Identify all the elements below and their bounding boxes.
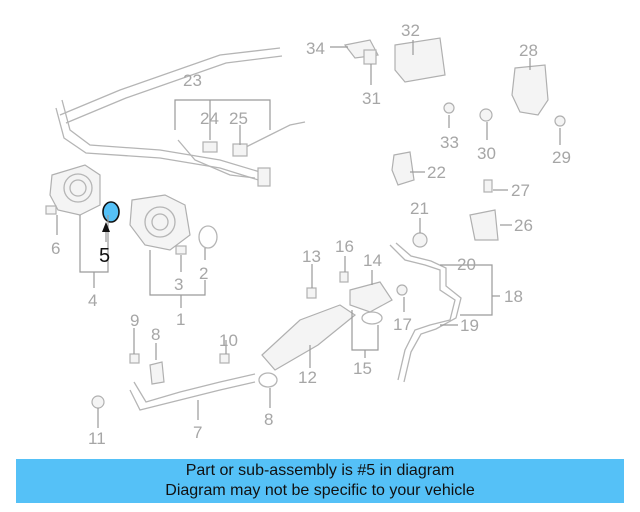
sensor-30 xyxy=(479,108,493,122)
callout-24: 24 xyxy=(200,109,219,128)
pipe-assembly xyxy=(55,47,306,187)
nut-29 xyxy=(554,115,566,127)
callout-numbers: 34 32 28 23 24 25 31 33 30 29 22 27 6 5 … xyxy=(51,21,571,448)
gasket-8-left xyxy=(149,361,165,385)
callout-11: 11 xyxy=(88,429,106,448)
callout-4: 4 xyxy=(88,291,97,310)
callout-1: 1 xyxy=(176,310,185,329)
callout-27: 27 xyxy=(511,181,530,200)
gasket-8-right xyxy=(258,372,278,388)
callout-21: 21 xyxy=(410,199,429,218)
callout-8: 8 xyxy=(151,325,160,344)
callout-15: 15 xyxy=(353,359,372,378)
egr-valve-14 xyxy=(349,281,393,313)
parts-diagram: 34 32 28 23 24 25 31 33 30 29 22 27 6 5 … xyxy=(45,21,571,448)
bracket-32 xyxy=(394,37,446,83)
caption-disclaimer: Diagram may not be specific to your vehi… xyxy=(165,482,475,499)
callout-31: 31 xyxy=(362,89,381,108)
pipe-7 xyxy=(129,381,256,411)
callout-8b: 8 xyxy=(264,410,273,429)
bolt-13 xyxy=(306,287,317,299)
callout-17: 17 xyxy=(393,315,412,334)
callout-25: 25 xyxy=(229,109,248,128)
callout-20: 20 xyxy=(457,255,476,274)
callout-23: 23 xyxy=(183,71,202,90)
callout-14: 14 xyxy=(363,251,382,270)
gasket-15 xyxy=(361,311,383,325)
callout-10: 10 xyxy=(219,331,238,350)
callout-2: 2 xyxy=(199,264,208,283)
callout-13: 13 xyxy=(302,247,321,266)
leader-lines xyxy=(56,40,561,428)
caption-part-number: Part or sub-assembly is #5 in diagram xyxy=(185,462,455,479)
bolt-3 xyxy=(175,245,187,255)
callout-9: 9 xyxy=(130,311,139,330)
pipe-7-inner xyxy=(133,373,256,403)
callout-26: 26 xyxy=(514,216,533,235)
bolt-27 xyxy=(483,179,493,193)
callout-7: 7 xyxy=(193,423,202,442)
callout-34: 34 xyxy=(306,39,325,58)
callout-12: 12 xyxy=(298,368,317,387)
egr-pipe xyxy=(389,242,462,383)
egr-cooler-12 xyxy=(261,304,357,371)
nut-21 xyxy=(412,232,428,248)
bushing-31 xyxy=(363,49,377,65)
bolt-16 xyxy=(339,271,349,283)
callout-22: 22 xyxy=(427,163,446,182)
throttle-body-right xyxy=(129,194,191,251)
nut-11 xyxy=(91,395,105,409)
callout-32: 32 xyxy=(401,21,420,40)
callout-16: 16 xyxy=(335,237,354,256)
nut-33 xyxy=(443,102,455,114)
clamp-17 xyxy=(396,284,408,296)
gasket-5 xyxy=(102,201,120,223)
bracket-26 xyxy=(469,209,499,241)
caption-bar: Part or sub-assembly is #5 in diagram Di… xyxy=(16,459,624,503)
callout-6: 6 xyxy=(51,239,60,258)
callout-30: 30 xyxy=(477,144,496,163)
bolt-9 xyxy=(129,353,140,364)
callout-5: 5 xyxy=(99,245,110,267)
callout-3: 3 xyxy=(174,275,183,294)
gasket-2 xyxy=(198,225,218,249)
valve-28 xyxy=(511,64,549,116)
callout-29: 29 xyxy=(552,148,571,167)
callout-19: 19 xyxy=(460,316,479,335)
throttle-body-left xyxy=(49,164,101,216)
callout-28: 28 xyxy=(519,41,538,60)
bolt-10 xyxy=(219,353,230,364)
sensor-22 xyxy=(391,151,415,186)
bolt-6 xyxy=(45,205,57,215)
callout-33: 33 xyxy=(440,133,459,152)
callout-18: 18 xyxy=(504,287,523,306)
